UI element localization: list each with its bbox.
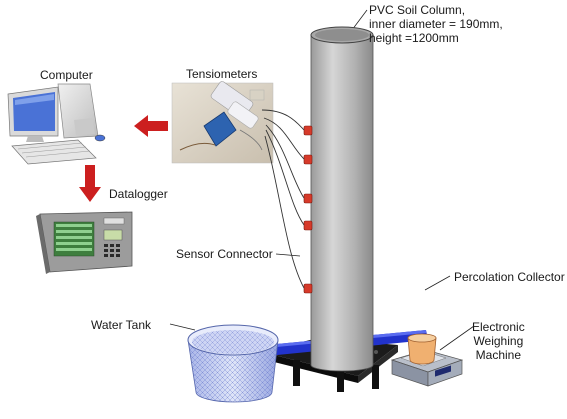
sensor-connector-label: Sensor Connector <box>176 247 273 261</box>
percolation-collector-leader <box>424 275 451 291</box>
desktop-computer-icon <box>7 83 106 165</box>
water-tank <box>187 324 279 403</box>
percolation-collector-label: Percolation Collector <box>454 270 565 284</box>
sensor-port <box>303 193 313 204</box>
soil-column-label-line-2: inner diameter = 190mm, <box>369 17 503 31</box>
leader-lines <box>169 9 475 351</box>
weighing-machine-label-line-3: Machine <box>475 348 522 362</box>
water-tank-leader <box>169 323 196 331</box>
datalogger-device-icon <box>36 211 133 274</box>
sensor-port <box>303 220 313 231</box>
water-tank-label: Water Tank <box>91 318 152 332</box>
weighing-machine-label-line-2: Weighing <box>473 334 524 348</box>
soil-column-label: PVC Soil Column, inner diameter = 190mm,… <box>369 3 503 45</box>
sensor-ports <box>303 125 313 294</box>
sensor-port <box>303 154 313 165</box>
sensor-port <box>303 283 313 294</box>
arrow-to-computer <box>134 115 168 137</box>
soil-column-label-line-3: height =1200mm <box>369 31 459 45</box>
tensiometers-label: Tensiometers <box>186 67 258 81</box>
percolation-collector-beaker <box>407 333 437 365</box>
computer-label: Computer <box>40 68 93 82</box>
weighing-machine-label: Electronic Weighing Machine <box>472 320 525 362</box>
red-arrows <box>79 115 168 202</box>
soil-column-leader <box>351 9 368 31</box>
soil-column-label-line-1: PVC Soil Column, <box>369 3 466 17</box>
arrow-to-datalogger <box>79 165 101 202</box>
tensiometer-photo <box>171 81 274 164</box>
sensor-connector-leader <box>275 253 301 257</box>
sensor-cables <box>261 109 305 289</box>
datalogger-label: Datalogger <box>109 187 168 201</box>
sensor-port <box>303 125 313 136</box>
soil-column <box>310 26 374 372</box>
weighing-machine-leader <box>439 325 475 351</box>
weighing-machine-label-line-1: Electronic <box>472 320 525 334</box>
